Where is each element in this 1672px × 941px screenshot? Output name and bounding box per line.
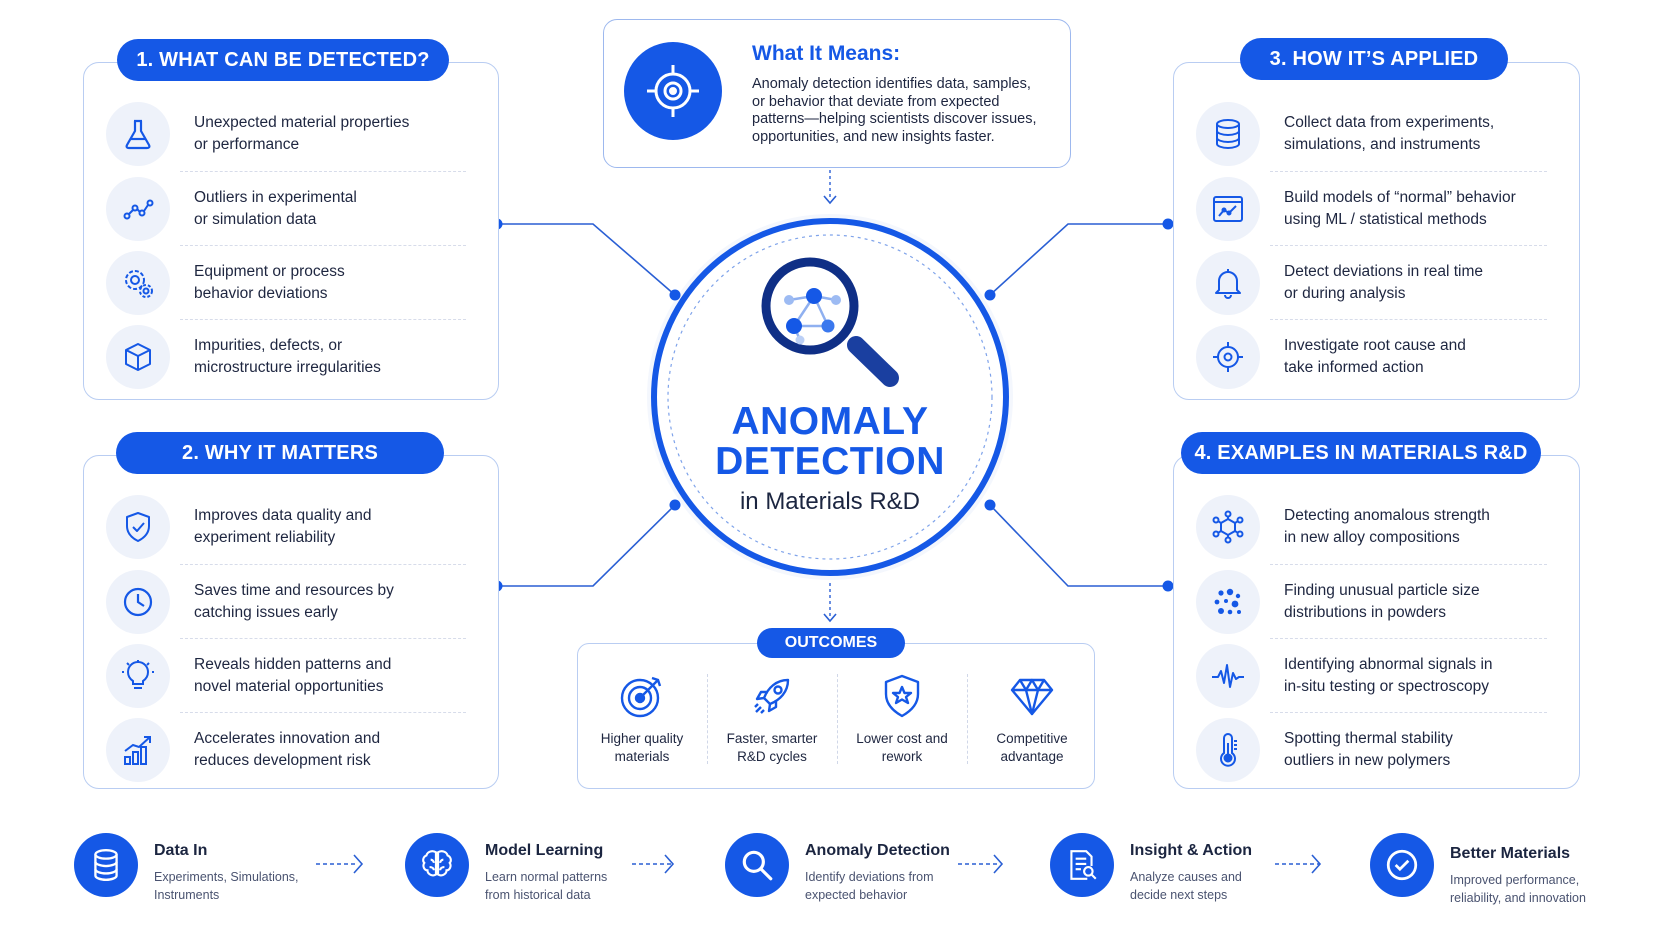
section-title-detected: 1. WHAT CAN BE DETECTED? xyxy=(117,39,449,81)
check-circle-icon xyxy=(1370,833,1434,897)
section-title-examples: 4. EXAMPLES IN MATERIALS R&D xyxy=(1181,432,1541,474)
database-icon xyxy=(1196,102,1260,166)
shield-star-icon xyxy=(884,674,920,718)
report-search-icon xyxy=(1050,833,1114,897)
panel-how-its-applied: Collect data from experiments,simulation… xyxy=(1173,62,1580,400)
signal-wave-icon xyxy=(1196,643,1260,708)
target-crosshair-icon xyxy=(624,42,722,140)
bell-icon xyxy=(1196,250,1260,315)
diamond-icon xyxy=(1010,678,1054,716)
flask-icon xyxy=(106,102,170,166)
connector-detected xyxy=(497,223,676,296)
section-title-matters: 2. WHY IT MATTERS xyxy=(116,432,444,474)
hub-outer-glow xyxy=(647,214,1013,580)
brain-icon xyxy=(405,833,469,897)
gears-icon xyxy=(106,250,170,315)
definition-box: What It Means: Anomaly detection identif… xyxy=(603,19,1071,168)
molecule-icon xyxy=(1196,495,1260,559)
lightbulb-icon xyxy=(106,643,170,708)
hub-title-line1: ANOMALY xyxy=(731,400,929,443)
connector-matters xyxy=(497,504,676,587)
magnifier-icon xyxy=(725,833,789,897)
list-item: Collect data from experiments,simulation… xyxy=(1196,97,1547,171)
outcomes-title: OUTCOMES xyxy=(757,628,905,658)
database-icon xyxy=(74,833,138,897)
target-icon xyxy=(620,676,662,718)
applied-list: Collect data from experiments,simulation… xyxy=(1196,97,1547,393)
connector-examples xyxy=(989,504,1168,587)
chart-window-icon xyxy=(1196,176,1260,241)
definition-text: Anomaly detection identifies data, sampl… xyxy=(752,76,1037,145)
connector-applied xyxy=(989,223,1168,296)
shield-check-icon xyxy=(106,495,170,559)
clock-icon xyxy=(106,569,170,634)
rocket-icon xyxy=(754,678,790,714)
particles-icon xyxy=(1196,569,1260,634)
hub-ring xyxy=(651,218,1009,576)
hub-title-line2: DETECTION xyxy=(715,440,945,483)
cube-icon xyxy=(106,324,170,389)
crosshair-icon xyxy=(1196,324,1260,389)
hub-subtitle: in Materials R&D xyxy=(739,488,921,515)
scatter-points-icon xyxy=(106,176,170,241)
thermometer-icon xyxy=(1196,717,1260,782)
growth-chart-icon xyxy=(106,717,170,782)
definition-title: What It Means: xyxy=(752,42,901,65)
section-title-applied: 3. HOW IT’S APPLIED xyxy=(1240,38,1508,80)
magnifier-network-icon xyxy=(761,257,899,387)
